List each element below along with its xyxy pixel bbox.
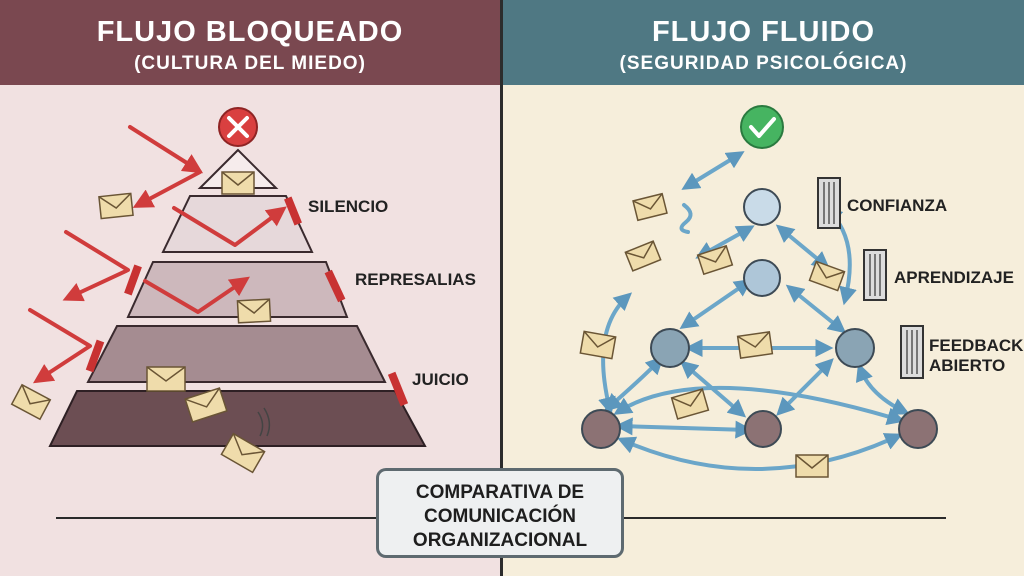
left-subtitle: (CULTURA DEL MIEDO) (134, 53, 366, 74)
envelope-icon (624, 240, 662, 272)
footer-line-3: ORGANIZACIONAL (412, 530, 588, 551)
envelope-icon (146, 366, 186, 392)
two-way-arrow (776, 358, 834, 416)
block-bar (284, 196, 302, 226)
open-gate-icon (863, 249, 887, 301)
envelope-icon (98, 192, 134, 220)
two-way-arrow (603, 356, 664, 412)
left-header: FLUJO BLOQUEADO (CULTURA DEL MIEDO) (0, 0, 500, 85)
squiggle-line (679, 203, 693, 234)
envelope-icon (184, 387, 228, 423)
network-node (744, 410, 782, 448)
network-node (898, 409, 938, 449)
envelope-icon (220, 432, 266, 474)
deflected-arrow (132, 170, 202, 208)
label-silencio: SILENCIO (308, 197, 389, 216)
network-node (650, 328, 690, 368)
right-header: FLUJO FLUIDO (SEGURIDAD PSICOLÓGICA) (503, 0, 1024, 85)
label-represalias: REPRESALIAS (355, 270, 476, 289)
footer-caption-box: COMPARATIVA DE COMUNICACIÓN ORGANIZACION… (376, 468, 624, 558)
network-node (835, 328, 875, 368)
left-title: FLUJO BLOQUEADO (96, 16, 404, 48)
envelope-icon (696, 244, 734, 276)
two-way-arrow (785, 284, 847, 334)
fall-motion-lines (257, 407, 271, 437)
pyramid-tier-mid (86, 325, 387, 383)
two-way-arrow (681, 151, 745, 190)
network-node (743, 259, 781, 297)
envelope-icon (10, 383, 52, 421)
block-bar (324, 269, 346, 303)
block-bar (124, 264, 142, 296)
two-way-arrow (855, 362, 910, 415)
envelope-icon (808, 260, 846, 292)
label-abierto: ABIERTO (929, 356, 1006, 375)
block-bar (387, 371, 409, 407)
left-panel-blocked-flow: FLUJO BLOQUEADO (CULTURA DEL MIEDO) (0, 0, 500, 576)
fluid-network-diagram (579, 105, 938, 478)
right-title: FLUJO FLUIDO (651, 16, 876, 48)
two-way-arrow (679, 278, 753, 330)
deflected-arrow (28, 308, 92, 384)
two-way-arrow (617, 433, 903, 471)
deflected-arrow (172, 206, 287, 247)
envelope-icon (236, 298, 272, 324)
footer-line-2: COMUNICACIÓN (424, 506, 576, 527)
blocked-pyramid-diagram (10, 107, 427, 474)
deflected-arrow (128, 125, 204, 174)
label-aprendizaje: APRENDIZAJE (894, 268, 1014, 287)
envelope-icon (795, 454, 829, 478)
open-gate-icon (817, 177, 841, 229)
envelope-icon (736, 331, 774, 359)
footer-line-left (56, 517, 376, 519)
envelope-icon (632, 192, 668, 222)
deflected-arrow (62, 230, 130, 302)
open-gate-icon (900, 325, 924, 379)
network-node (743, 188, 781, 226)
deflected-arrow (143, 276, 250, 314)
footer-line-1: COMPARATIVA DE (415, 482, 585, 503)
two-way-arrow (614, 417, 754, 439)
right-subtitle: (SEGURIDAD PSICOLÓGICA) (619, 53, 908, 74)
pyramid-tier-juicio (48, 390, 427, 447)
label-juicio: JUICIO (412, 370, 469, 389)
x-circle-icon (218, 107, 258, 147)
two-way-arrow (775, 224, 831, 270)
envelope-icon (579, 330, 617, 360)
footer-line-right (624, 517, 946, 519)
envelope-icon (221, 171, 255, 195)
network-node (581, 409, 621, 449)
right-panel-fluid-flow: FLUJO FLUIDO (SEGURIDAD PSICOLÓGICA) (503, 0, 1024, 576)
center-divider (500, 0, 503, 576)
block-bar (85, 339, 105, 373)
label-confianza: CONFIANZA (847, 196, 948, 215)
label-feedback: FEEDBACK (929, 336, 1024, 355)
check-circle-icon (740, 105, 784, 149)
envelope-icon (670, 388, 710, 420)
